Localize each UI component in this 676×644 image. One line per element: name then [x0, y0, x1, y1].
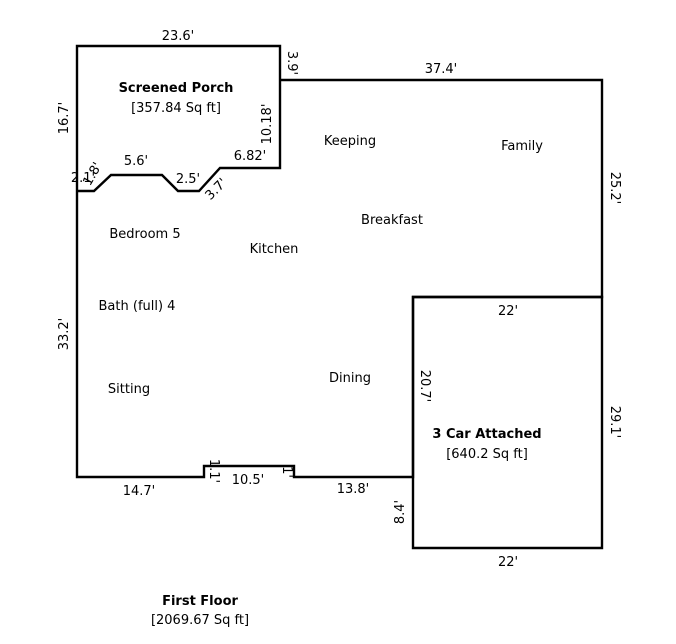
room-keeping: Keeping	[324, 134, 376, 149]
dim-house-left: 33.2'	[57, 318, 72, 351]
room-family: Family	[501, 139, 543, 154]
dim-house-notch-a: 1.1'	[206, 459, 221, 483]
porch-area: [357.84 Sq ft]	[131, 101, 221, 116]
dim-porch-notch: 2.5'	[176, 172, 200, 187]
floor-area: [2069.67 Sq ft]	[151, 613, 249, 628]
room-sitting: Sitting	[108, 382, 150, 397]
floor-title: First Floor	[162, 594, 238, 609]
dim-porch-bottom-right: 6.82'	[234, 149, 267, 164]
dim-garage-left: 20.7'	[417, 370, 432, 403]
dim-porch-short-a: 2.1'	[71, 171, 95, 186]
room-bath4: Bath (full) 4	[99, 299, 176, 314]
dim-garage-right: 29.1'	[607, 406, 622, 439]
room-breakfast: Breakfast	[361, 213, 423, 228]
dim-house-bottom-right: 13.8'	[337, 482, 370, 497]
dim-garage-bottom: 22'	[498, 555, 518, 570]
room-bedroom5: Bedroom 5	[109, 227, 180, 242]
dim-porch-angle: 3.7'	[203, 176, 231, 204]
dim-garage-top: 22'	[498, 304, 518, 319]
dim-house-bottom-left: 14.7'	[123, 484, 156, 499]
porch-title: Screened Porch	[119, 81, 234, 96]
dim-porch-left: 16.7'	[57, 102, 72, 135]
garage-area: [640.2 Sq ft]	[446, 447, 528, 462]
house-walls	[75, 78, 604, 479]
dim-house-right: 25.2'	[607, 172, 622, 205]
garage-walls	[411, 295, 604, 550]
porch-walls	[75, 44, 282, 193]
room-kitchen: Kitchen	[250, 242, 299, 257]
dim-porch-step: 3.9'	[284, 51, 299, 75]
dim-garage-lower-left: 8.4'	[393, 500, 408, 524]
dim-house-bottom-mid: 10.5'	[232, 473, 265, 488]
garage-title: 3 Car Attached	[432, 427, 541, 442]
room-dining: Dining	[329, 371, 371, 386]
dim-house-top: 37.4'	[425, 62, 458, 77]
dim-house-notch-b: 1'	[279, 466, 294, 478]
dim-porch-right: 10.18'	[260, 104, 275, 145]
dim-porch-top: 23.6'	[162, 29, 195, 44]
dim-porch-mid: 5.6'	[124, 154, 148, 169]
